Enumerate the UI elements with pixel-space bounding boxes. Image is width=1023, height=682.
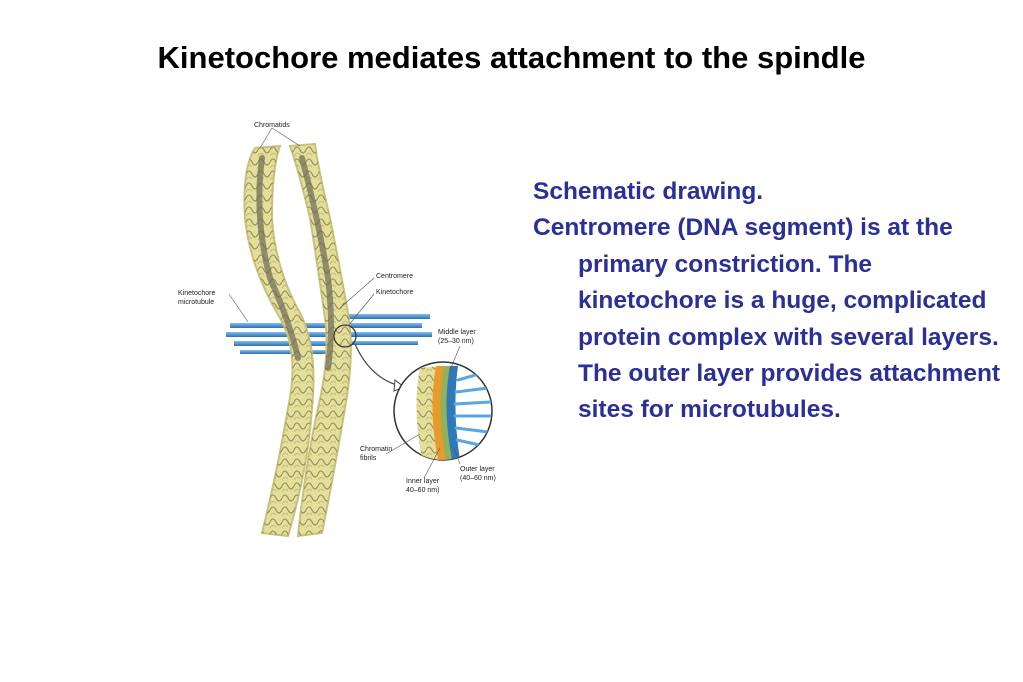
- chromatid-right: [288, 142, 352, 538]
- slide-title: Kinetochore mediates attachment to the s…: [157, 40, 866, 75]
- microtubules-left: [226, 323, 330, 354]
- body-text: Schematic drawing. Centromere (DNA segme…: [533, 174, 1003, 429]
- kinetochore-illustration: Chromatids Kinetochore microtubule Centr…: [178, 122, 496, 538]
- label-middle-layer-2: (25–30 nm): [438, 338, 474, 345]
- kinetochore-highlight: [333, 324, 357, 348]
- label-centromere: Centromere: [376, 273, 413, 280]
- chromatid-left: [243, 144, 315, 538]
- body-paragraph: Centromere (DNA segment) is at the prima…: [533, 214, 1001, 424]
- label-kinetochore: Kinetochore: [376, 289, 413, 296]
- label-kinetochore-microtubule-2: microtubule: [178, 299, 214, 306]
- label-kinetochore-microtubule-1: Kinetochore: [178, 290, 215, 297]
- label-middle-layer-1: Middle layer: [438, 329, 476, 336]
- label-inner-layer-1: Inner layer: [406, 478, 440, 485]
- microtubules-right: [340, 314, 432, 345]
- label-inner-layer-2: 40–60 nm): [406, 487, 439, 494]
- label-chromatids: Chromatids: [254, 122, 290, 129]
- magnify-arrow: [354, 343, 401, 387]
- label-chromatin-fibrils-2: fibrils: [360, 455, 377, 462]
- magnified-kinetochore: [393, 361, 493, 461]
- label-outer-layer-1: Outer layer: [460, 466, 495, 473]
- leader-lines: [228, 127, 461, 479]
- label-outer-layer-2: (40–60 nm): [460, 475, 496, 482]
- label-chromatin-fibrils-1: Chromatin: [360, 446, 392, 453]
- body-line-1: Schematic drawing.: [533, 178, 764, 205]
- kinetochore-diagram: Chromatids Kinetochore microtubule Centr…: [150, 108, 520, 548]
